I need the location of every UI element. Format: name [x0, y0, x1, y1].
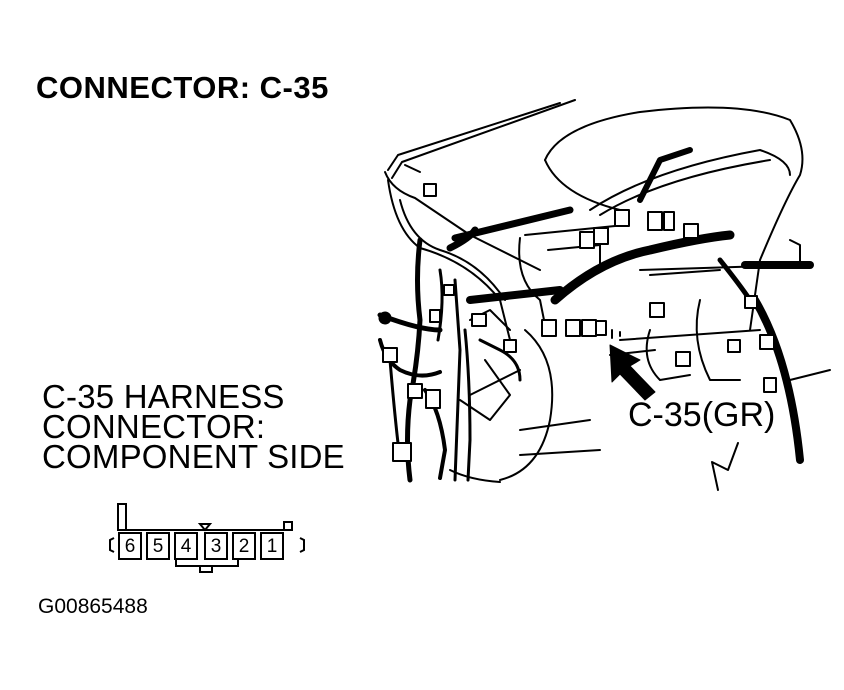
pin-6: 6 [118, 532, 142, 560]
connector-housing-outline [109, 503, 305, 573]
harness-label-line3: COMPONENT SIDE [42, 438, 345, 475]
figure-id: G00865488 [38, 595, 148, 618]
connector-face-diagram: 6 5 4 3 2 1 [108, 502, 308, 574]
page-title: CONNECTOR: C-35 [36, 70, 329, 105]
pin-5: 5 [146, 532, 170, 560]
pin-3: 3 [204, 532, 228, 560]
pin-2: 2 [232, 532, 256, 560]
harness-label-line2: CONNECTOR: [42, 408, 266, 445]
harness-connector-label: C-35 HARNESS CONNECTOR: COMPONENT SIDE [42, 378, 345, 475]
pin-1: 1 [260, 532, 284, 560]
pin-4: 4 [174, 532, 198, 560]
connector-callout-label: C-35(GR) [628, 396, 776, 434]
harness-label-line1: C-35 HARNESS [42, 378, 285, 415]
